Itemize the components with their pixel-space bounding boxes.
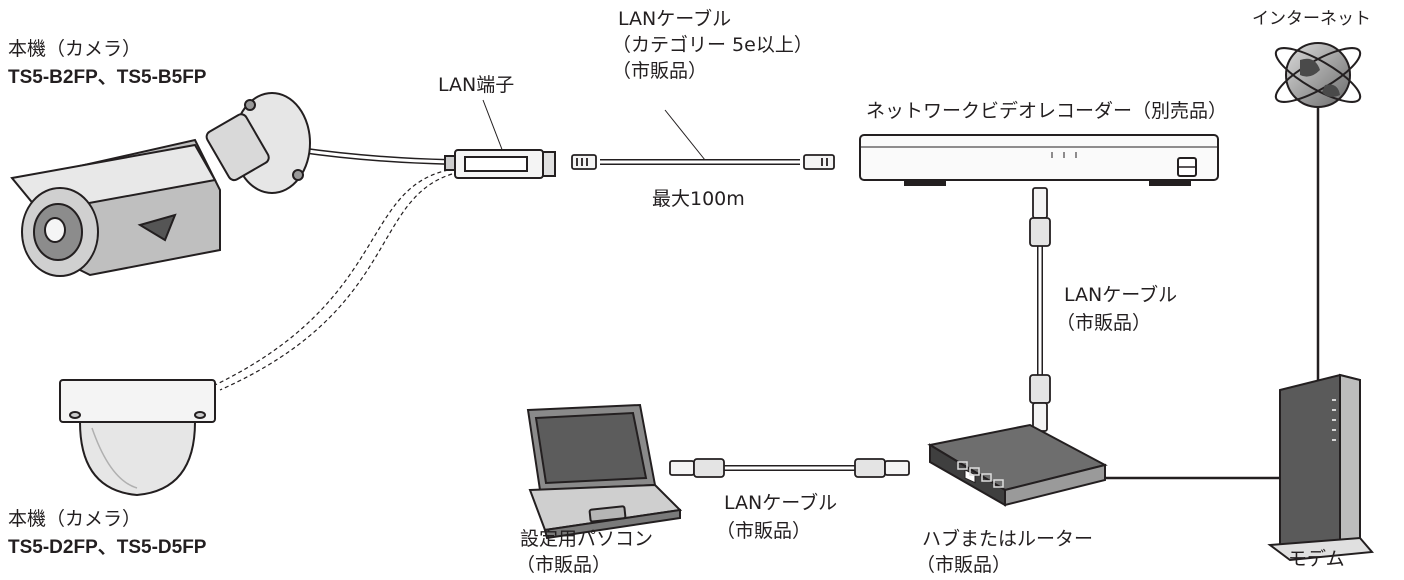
globe-icon	[1274, 42, 1362, 108]
modem-label: モデム	[1288, 548, 1345, 570]
nvr-label: ネットワークビデオレコーダー（別売品）	[866, 100, 1228, 122]
pc-label-line2: （市販品）	[516, 554, 612, 576]
rj45-plug-pc	[669, 458, 725, 478]
right-cable-line1: LANケーブル	[1064, 284, 1178, 306]
modem	[1267, 373, 1375, 562]
rj45-plug-hub	[1029, 374, 1051, 432]
rj45-plug-right	[803, 154, 835, 170]
bullet-camera-label: 本機（カメラ）	[8, 38, 142, 60]
bottom-cable-line2: （市販品）	[716, 520, 812, 542]
cable-max-distance: 最大100m	[652, 188, 745, 210]
top-cable-line2: （カテゴリー 5e以上）	[612, 34, 813, 56]
dome-camera-label: 本機（カメラ）	[8, 508, 142, 530]
dome-cable-dashed	[214, 169, 449, 386]
dome-camera	[59, 379, 216, 497]
cables	[214, 99, 1320, 480]
nvr-recorder	[859, 134, 1219, 186]
pc-label-line1: 設定用パソコン	[520, 528, 654, 550]
hub-label-line1: ハブまたはルーター	[922, 528, 1094, 550]
right-cable-line2: （市販品）	[1056, 312, 1152, 334]
laptop-pc	[526, 403, 683, 540]
rj45-plug-nvr	[1029, 187, 1051, 247]
top-cable-line1: LANケーブル	[618, 8, 732, 30]
lan-terminal-connector	[444, 149, 556, 179]
rj45-plug-hub-left	[854, 458, 910, 478]
top-cable-line3: （市販品）	[612, 60, 708, 82]
bullet-camera-models: TS5-B2FP、TS5-B5FP	[8, 67, 207, 88]
bullet-camera	[10, 92, 311, 277]
lan-terminal-label: LAN端子	[438, 74, 515, 96]
dome-camera-models: TS5-D2FP、TS5-D5FP	[8, 537, 207, 558]
internet-label: インターネット	[1252, 9, 1371, 29]
bottom-cable-line1: LANケーブル	[724, 492, 838, 514]
hub-router	[927, 423, 1108, 507]
hub-label-line2: （市販品）	[916, 554, 1012, 576]
rj45-plug-left	[571, 154, 597, 170]
